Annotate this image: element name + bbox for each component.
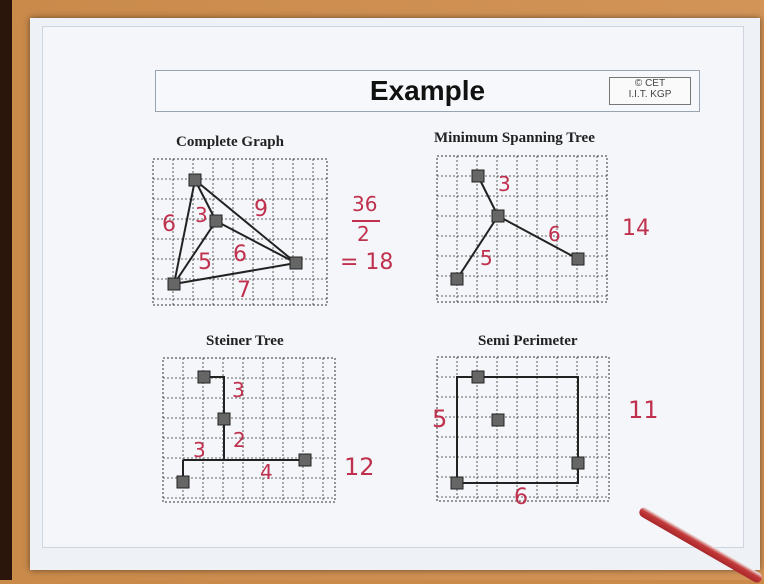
edge-label: 6 — [233, 242, 247, 267]
handwritten-total: 12 — [344, 453, 375, 481]
slide-title: Example — [369, 75, 486, 106]
edge-label: 5 — [480, 246, 493, 270]
edge-label: 9 — [254, 197, 268, 222]
slide-sheet — [42, 26, 744, 548]
edge-label: 6 — [514, 485, 528, 510]
complete-graph-title: Complete Graph — [176, 134, 284, 150]
edge-label: 5 — [432, 405, 448, 433]
fraction-bar — [352, 220, 380, 222]
cet-logo: © CET I.I.T. KGP — [609, 77, 691, 105]
mst-title: Minimum Spanning Tree — [434, 130, 595, 146]
edge-label: 7 — [237, 278, 251, 303]
edge-label: 2 — [233, 428, 246, 452]
complete-graph-grid — [152, 158, 328, 306]
edge-label: 3 — [498, 172, 511, 196]
mst-grid — [436, 155, 608, 303]
edge-label: 6 — [162, 212, 176, 237]
edge-label: 3 — [193, 438, 206, 462]
handwritten-result: = 18 — [340, 250, 394, 275]
edge-label: 5 — [198, 250, 212, 275]
edge-label: 3 — [232, 378, 245, 402]
steiner-grid — [162, 357, 336, 503]
edge-label: 4 — [260, 460, 273, 484]
title-banner: Example © CET I.I.T. KGP — [155, 70, 700, 112]
handwritten-numerator: 36 — [352, 192, 378, 216]
handwritten-denominator: 2 — [357, 222, 370, 246]
semi-perimeter-grid — [436, 356, 610, 502]
handwritten-total: 11 — [628, 396, 659, 424]
semi-perimeter-title: Semi Perimeter — [478, 333, 578, 349]
edge-label: 6 — [548, 222, 561, 246]
edge-label: 3 — [195, 203, 208, 227]
steiner-tree-title: Steiner Tree — [206, 333, 284, 349]
handwritten-total: 14 — [622, 216, 650, 241]
